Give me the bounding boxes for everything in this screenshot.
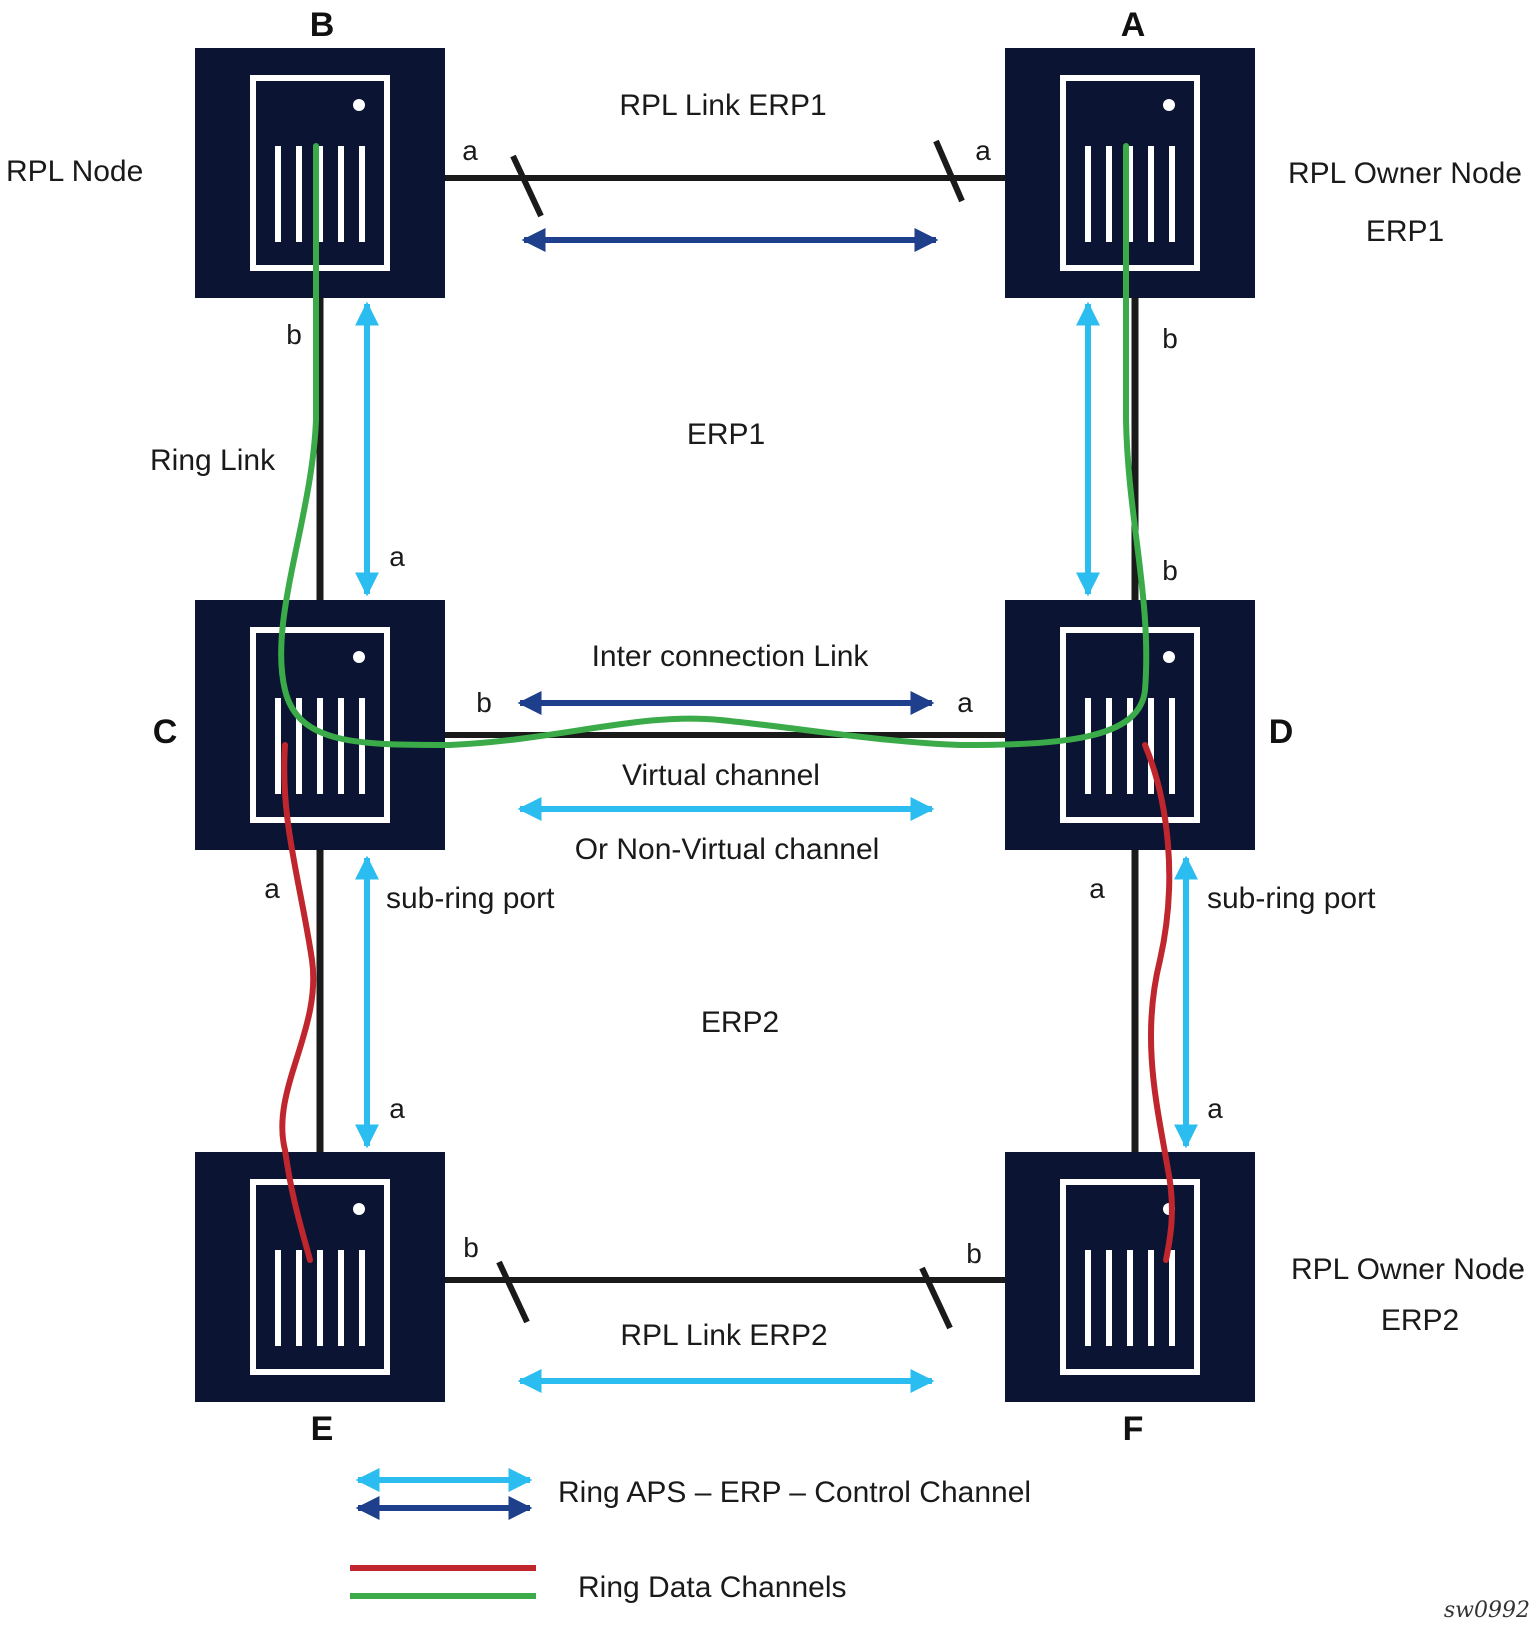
port-b-right: a — [462, 135, 478, 166]
port-f-top: a — [1207, 1093, 1223, 1124]
node-d-id: D — [1269, 713, 1294, 751]
node-a — [1005, 48, 1255, 298]
rpl-block-f-b — [919, 1266, 953, 1330]
sub-ring-port-left-label: sub-ring port — [386, 882, 555, 915]
port-c-bottom: a — [264, 873, 280, 904]
rpl-owner-erp1-line1: RPL Owner Node — [1288, 157, 1522, 190]
rpl-link-erp2-label: RPL Link ERP2 — [620, 1319, 827, 1352]
port-a-left: a — [975, 135, 991, 166]
figure-reference: sw0992 — [1444, 1598, 1530, 1623]
node-a-id: A — [1121, 6, 1146, 44]
legend: Ring APS – ERP – Control Channel Ring Da… — [350, 1468, 1031, 1604]
port-d-bottom: a — [1089, 873, 1105, 904]
rpl-block-a-a — [933, 139, 965, 203]
data-channel-green — [278, 143, 1150, 749]
legend-control-channel-label: Ring APS – ERP – Control Channel — [558, 1476, 1031, 1509]
non-virtual-channel-label: Or Non-Virtual channel — [575, 833, 880, 866]
rpl-node-label: RPL Node — [6, 155, 143, 188]
rpl-block-b-a — [510, 154, 544, 218]
node-e-id: E — [311, 1410, 334, 1448]
legend-data-channels-label: Ring Data Channels — [578, 1571, 847, 1604]
virtual-channel-label: Virtual channel — [622, 759, 820, 792]
node-b — [195, 48, 445, 298]
data-channel-red-right — [1142, 742, 1175, 1263]
ring-link-label: Ring Link — [150, 444, 276, 477]
rpl-block-e-b — [496, 1260, 530, 1324]
port-c-top: a — [389, 541, 405, 572]
port-b-bottom: b — [286, 319, 302, 350]
rpl-owner-erp2-line1: RPL Owner Node — [1291, 1253, 1525, 1286]
nodes — [195, 48, 1255, 1402]
node-b-id: B — [310, 6, 335, 44]
erp1-label: ERP1 — [687, 418, 765, 451]
node-f — [1005, 1152, 1255, 1402]
node-e — [195, 1152, 445, 1402]
port-d-top: b — [1162, 555, 1178, 586]
port-d-left: a — [957, 687, 973, 718]
port-c-right: b — [476, 687, 492, 718]
node-f-id: F — [1123, 1410, 1144, 1448]
port-e-top: a — [389, 1093, 405, 1124]
labels: RPL Node RPL Owner Node ERP1 RPL Link ER… — [6, 89, 1525, 1352]
rpl-owner-erp1-line2: ERP1 — [1366, 215, 1444, 248]
data-channels — [278, 143, 1175, 1263]
port-a-bottom: b — [1162, 323, 1178, 354]
rpl-link-erp1-label: RPL Link ERP1 — [619, 89, 826, 122]
node-d — [1005, 600, 1255, 850]
node-c — [195, 600, 445, 850]
node-c-id: C — [153, 713, 178, 751]
data-channel-red-left — [279, 742, 317, 1263]
port-f-left: b — [966, 1238, 982, 1269]
interconnection-link-label: Inter connection Link — [592, 640, 870, 673]
port-e-right: b — [463, 1232, 479, 1263]
node-ids: B A C D E F — [153, 6, 1294, 1448]
control-arrows — [355, 228, 1198, 1393]
erp2-label: ERP2 — [701, 1006, 779, 1039]
port-labels: a a b b a b b a a a a a b b — [264, 135, 1223, 1269]
rpl-owner-erp2-line2: ERP2 — [1381, 1304, 1459, 1337]
sub-ring-port-right-label: sub-ring port — [1207, 882, 1376, 915]
